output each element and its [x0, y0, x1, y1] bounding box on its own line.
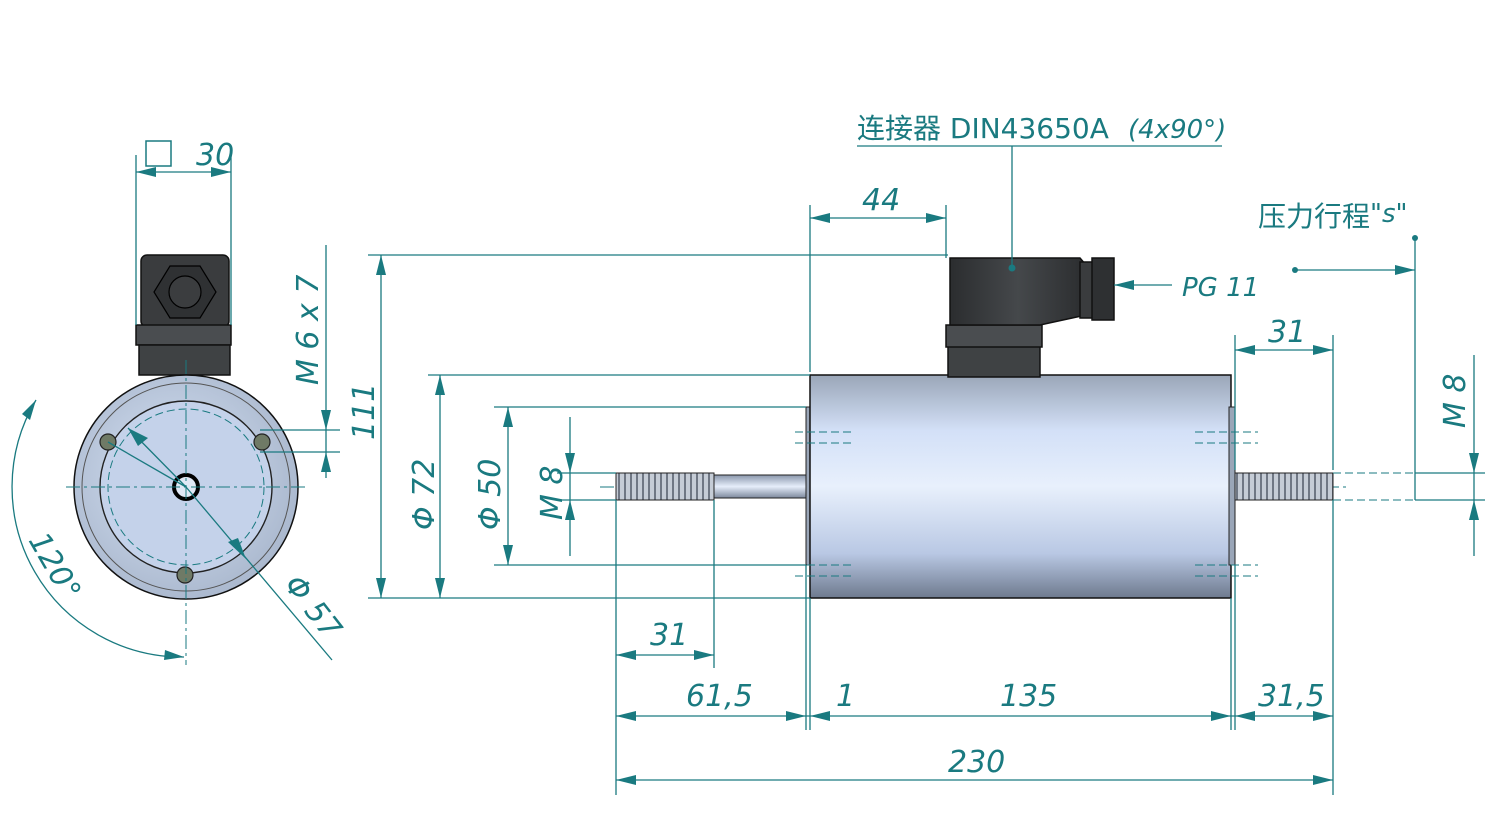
dim-111: 111: [347, 383, 382, 440]
connector-cable-nut: [1091, 257, 1115, 321]
cylinder-flange-right: [1228, 406, 1236, 566]
dim-phi50: Φ 50: [473, 459, 508, 530]
dim-m8-left: M 8: [535, 465, 570, 520]
pg11-label: PG 11: [1182, 273, 1259, 303]
left-rod: [713, 474, 810, 499]
dim-m6x7: M 6 x 7: [291, 275, 326, 385]
side-view: 连接器 DIN43650A (4x90°) PG 11 压力行程 "s" 44 …: [347, 112, 1485, 795]
right-thread: [1234, 472, 1334, 501]
square-symbol-icon: [145, 140, 172, 167]
stroke-s-label: "s": [1370, 199, 1407, 229]
connector-label: 连接器 DIN43650A: [857, 112, 1109, 145]
connector-gasket: [945, 324, 1043, 348]
left-thread: [615, 472, 715, 501]
dim-230: 230: [948, 745, 1005, 780]
dim-phi72: Φ 72: [407, 459, 442, 530]
connector-base: [947, 344, 1041, 378]
dim-44: 44: [862, 183, 900, 218]
dim-61-5: 61,5: [686, 679, 753, 714]
dim-m8-right: M 8: [1438, 373, 1473, 428]
end-view: 30 M 6 x 7 120° Φ 57: [11, 138, 348, 665]
end-connector-gasket: [135, 324, 232, 346]
cylinder-body: [809, 374, 1232, 599]
dim-31-5: 31,5: [1258, 679, 1325, 714]
end-hole-3: [176, 566, 194, 584]
dim-31-left: 31: [650, 618, 688, 653]
dim-1: 1: [836, 679, 855, 714]
end-connector-base: [138, 344, 231, 376]
connector-head: [949, 257, 1087, 326]
stroke-label: 压力行程: [1258, 200, 1370, 233]
dim-135: 135: [1000, 679, 1057, 714]
dim-31-right: 31: [1268, 315, 1306, 350]
dim-square-30: 30: [196, 138, 234, 173]
connector-angle-label: (4x90°): [1128, 115, 1226, 145]
end-hole-2: [253, 433, 271, 451]
dim-angle-120: 120°: [21, 527, 87, 607]
